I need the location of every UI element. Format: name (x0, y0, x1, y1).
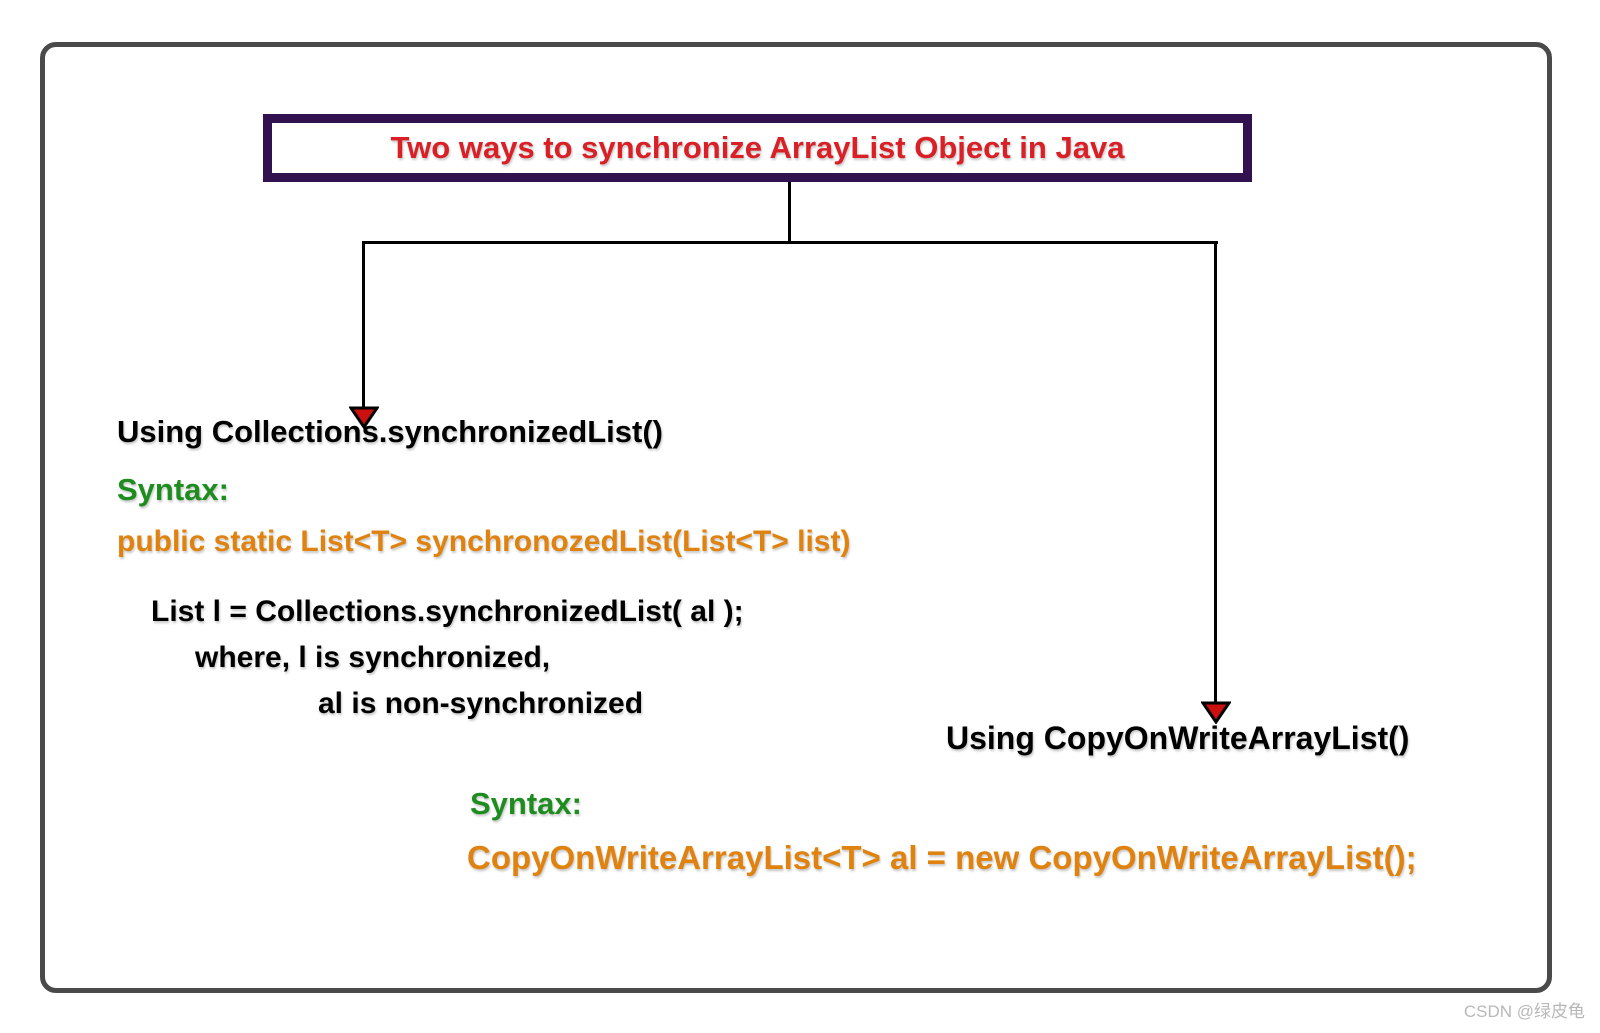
left-example-line-3: al is non-synchronized (318, 687, 644, 720)
connector-left-vertical (362, 241, 365, 411)
left-branch-heading: Using Collections.synchronizedList() (117, 414, 663, 449)
title-box: Two ways to synchronize ArrayList Object… (263, 114, 1252, 182)
diagram-title: Two ways to synchronize ArrayList Object… (390, 130, 1125, 165)
left-syntax-code: public static List<T> synchronozedList(L… (117, 525, 851, 558)
left-syntax-label: Syntax: (117, 472, 229, 507)
connector-stem (788, 182, 791, 242)
right-syntax-label: Syntax: (470, 786, 582, 821)
left-example-line-1: List l = Collections.synchronizedList( a… (151, 595, 744, 628)
left-example-line-2: where, l is synchronized, (195, 641, 551, 674)
watermark: CSDN @绿皮龟 (1463, 1002, 1585, 1021)
arrowhead-down-left-icon (349, 406, 379, 429)
right-branch-heading: Using CopyOnWriteArrayList() (946, 720, 1410, 756)
diagram-frame (40, 42, 1552, 993)
connector-horizontal (362, 241, 1218, 244)
connector-right-vertical (1214, 241, 1217, 703)
right-syntax-code: CopyOnWriteArrayList<T> al = new CopyOnW… (467, 839, 1417, 876)
arrowhead-down-right-icon (1201, 701, 1231, 724)
